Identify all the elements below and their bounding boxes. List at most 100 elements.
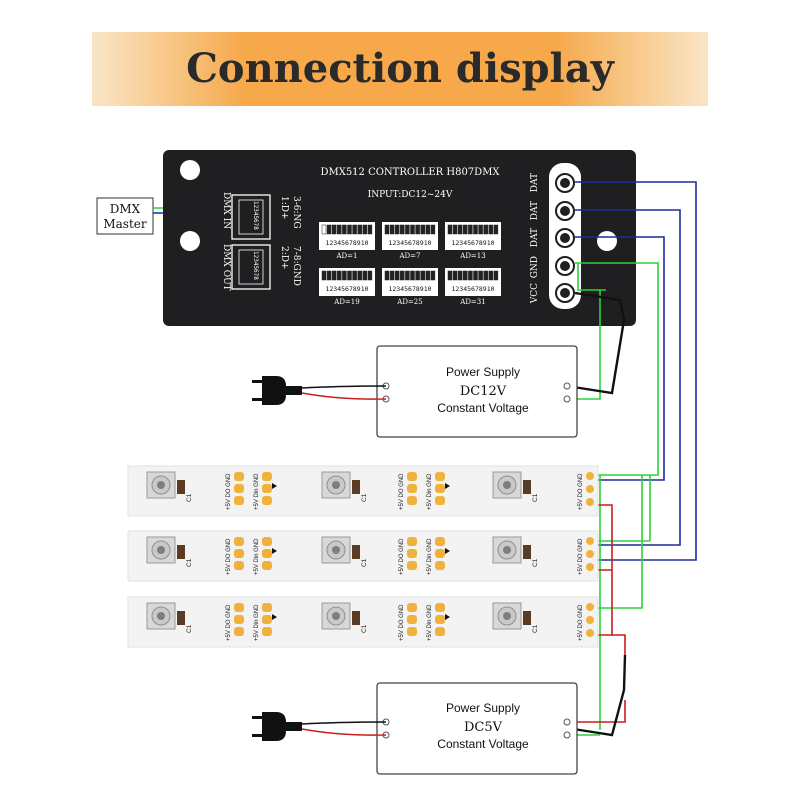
- mount-hole: [180, 160, 200, 180]
- solder-pad: [435, 549, 445, 558]
- solder-pad: [262, 627, 272, 636]
- mains-plug-icon: [252, 376, 387, 405]
- mount-hole: [180, 231, 200, 251]
- solder-pad: [262, 484, 272, 493]
- solder-pad: [234, 472, 244, 481]
- supply-label: Power Supply: [446, 365, 520, 379]
- solder-pad: [407, 549, 417, 558]
- pad-labels: +5V Din GND: [254, 604, 260, 641]
- dip-address: AD=1: [336, 252, 358, 260]
- solder-pad: [262, 561, 272, 570]
- led-chip-icon: C1: [321, 536, 368, 567]
- page-title: Connection display: [186, 45, 616, 92]
- solder-pad: [407, 537, 417, 546]
- solder-pad: [435, 561, 445, 570]
- pad-labels: +5V Din GND: [427, 538, 433, 575]
- terminal-label: VCC: [530, 283, 540, 304]
- solder-pad: [234, 561, 244, 570]
- cap-label: C1: [532, 493, 539, 502]
- dip-address: AD=31: [459, 298, 485, 306]
- terminal-dat[interactable]: DAT: [530, 173, 575, 193]
- dip-address: AD=19: [333, 298, 359, 306]
- solder-pad: [262, 472, 272, 481]
- solder-pad: [234, 496, 244, 505]
- arrow-icon: [272, 548, 277, 554]
- port-pin-label: 3-6:NG: [291, 196, 301, 229]
- cap-label: C1: [361, 624, 368, 633]
- terminal-label: DAT: [530, 228, 540, 247]
- strip-end-pad: [586, 498, 594, 506]
- terminal-dat[interactable]: DAT: [530, 201, 575, 221]
- solder-pad: [435, 537, 445, 546]
- led-chip-icon: C1: [321, 602, 368, 633]
- solder-pad: [234, 627, 244, 636]
- led-chip-icon: C1: [492, 602, 539, 633]
- terminal-label: DAT: [530, 201, 540, 220]
- solder-pad: [435, 472, 445, 481]
- terminal-label: GND: [530, 256, 540, 278]
- arrow-icon: [445, 614, 450, 620]
- strip-end-pad: [586, 603, 594, 611]
- rj45-pins: 12345678: [252, 251, 259, 280]
- solder-pad: [234, 615, 244, 624]
- dip-numbers: 12345678910: [325, 239, 368, 247]
- pad-labels: +5V DO GND: [226, 604, 232, 641]
- strip-end-pad: [586, 616, 594, 624]
- strip-end-labels: +5V DO GND: [578, 604, 584, 641]
- rj45-port-out[interactable]: 12345678: [231, 244, 271, 290]
- rj45-pins: 12345678: [252, 201, 259, 230]
- master-label-1: DMX: [110, 202, 141, 216]
- terminal-dat[interactable]: DAT: [530, 228, 575, 248]
- led-chip-icon: C1: [146, 471, 193, 502]
- cap-label: C1: [186, 624, 193, 633]
- led-chip-icon: C1: [492, 536, 539, 567]
- dip-numbers: 12345678910: [325, 285, 368, 293]
- port-pin-label: 1:D+: [279, 196, 289, 220]
- power-supply-5v: Power Supply DC5V Constant Voltage: [376, 682, 578, 775]
- strip-end-pad: [586, 472, 594, 480]
- dip-numbers: 12345678910: [451, 285, 494, 293]
- led-chip-icon: C1: [146, 602, 193, 633]
- terminal-gnd[interactable]: GND: [530, 256, 575, 278]
- solder-pad: [262, 603, 272, 612]
- controller-h807dmx: DMX512 CONTROLLER H807DMX INPUT:DC12~24V…: [163, 150, 636, 326]
- dip-numbers: 12345678910: [388, 285, 431, 293]
- pad-labels: +5V DO GND: [399, 473, 405, 510]
- solder-pad: [262, 537, 272, 546]
- solder-pad: [234, 537, 244, 546]
- cap-label: C1: [186, 493, 193, 502]
- port-in-label: DMX IN: [221, 192, 231, 229]
- solder-pad: [407, 561, 417, 570]
- strip-end-labels: +5V DO GND: [578, 538, 584, 575]
- rj45-port-in[interactable]: 12345678: [231, 194, 271, 240]
- solder-pad: [407, 472, 417, 481]
- supply-voltage: DC12V: [460, 384, 507, 399]
- led-chip-icon: C1: [321, 471, 368, 502]
- solder-pad: [262, 549, 272, 558]
- pad-labels: +5V DO GND: [399, 604, 405, 641]
- solder-pad: [435, 496, 445, 505]
- arrow-icon: [272, 614, 277, 620]
- cap-label: C1: [186, 558, 193, 567]
- power-supply-12v: Power Supply DC12V Constant Voltage: [376, 345, 578, 438]
- controller-input: INPUT:DC12~24V: [368, 190, 453, 200]
- supply-type: Constant Voltage: [437, 401, 529, 415]
- pad-labels: +5V Din GND: [427, 604, 433, 641]
- solder-pad: [234, 603, 244, 612]
- cap-label: C1: [532, 558, 539, 567]
- solder-pad: [435, 484, 445, 493]
- terminal-vcc[interactable]: VCC: [530, 283, 575, 304]
- gnd-wires: [567, 262, 659, 736]
- port-pin-label: 7-8:GND: [291, 246, 301, 286]
- solder-pad: [407, 603, 417, 612]
- title-banner: [92, 32, 708, 106]
